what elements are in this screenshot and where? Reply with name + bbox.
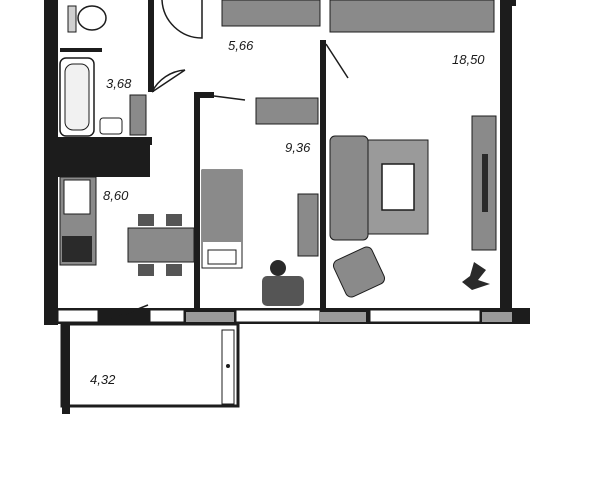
area-label-hallway: 5,66 xyxy=(228,38,254,53)
bedroom-furniture xyxy=(201,169,319,306)
stove-icon xyxy=(62,236,92,262)
bed-pillow xyxy=(207,249,237,265)
bedroom-shelf xyxy=(255,97,319,125)
bathtub-inner-icon xyxy=(64,63,90,131)
sofa xyxy=(329,135,369,241)
plant-icon xyxy=(462,262,490,290)
wall-bathroom-bottom xyxy=(58,137,152,145)
wall-wc-divider xyxy=(60,48,102,52)
person-icon xyxy=(270,260,286,276)
kitchen-fixtures xyxy=(59,176,195,276)
living-armchair xyxy=(332,246,386,298)
wall-bathroom-right xyxy=(148,0,154,92)
chair-2 xyxy=(166,214,182,226)
chair-4 xyxy=(166,264,182,276)
window-frame-1 xyxy=(186,312,234,322)
hallway-wardrobe xyxy=(221,0,321,27)
window-living-1 xyxy=(369,309,481,323)
window-bedroom xyxy=(235,309,321,323)
toilet-icon xyxy=(77,5,107,31)
bedroom-armchair xyxy=(262,276,304,306)
balcony-drain-icon xyxy=(226,364,230,368)
washer-icon xyxy=(129,94,147,136)
bathroom-fixtures xyxy=(59,5,147,137)
area-label-bathroom: 3,68 xyxy=(106,76,132,91)
chair-1 xyxy=(138,214,154,226)
bed-blanket xyxy=(202,170,242,242)
windows xyxy=(57,309,512,323)
wall-right xyxy=(500,0,512,310)
coffee-table xyxy=(381,163,415,211)
balcony-wall xyxy=(62,324,70,414)
kitchen-sink-icon xyxy=(63,179,91,215)
window-kitchen xyxy=(57,309,99,323)
door-balcony xyxy=(109,304,149,321)
tv-icon xyxy=(482,154,488,212)
wall-top-right xyxy=(500,0,516,6)
sink-icon xyxy=(99,117,123,135)
wall-left xyxy=(44,0,58,325)
doors xyxy=(109,0,349,321)
door-living xyxy=(325,43,349,79)
area-label-living-room: 18,50 xyxy=(452,52,485,67)
window-balcony-door xyxy=(149,309,185,323)
door-bathroom xyxy=(151,69,186,93)
wall-bedroom-left xyxy=(194,92,200,308)
door-bedroom xyxy=(213,95,246,101)
chair-3 xyxy=(138,264,154,276)
toilet-tank-icon xyxy=(67,5,77,33)
bedroom-desk xyxy=(297,193,319,257)
living-wardrobe xyxy=(329,0,495,33)
wall-kitchen-counter xyxy=(58,145,150,177)
living-furniture xyxy=(329,115,497,298)
area-label-bedroom: 9,36 xyxy=(285,140,311,155)
area-label-balcony: 4,32 xyxy=(90,372,116,387)
balcony xyxy=(60,322,240,414)
balcony-outline xyxy=(60,322,240,408)
door-entrance xyxy=(161,0,203,39)
balcony-rail xyxy=(221,329,235,405)
dining-table xyxy=(127,227,195,263)
window-frame-2 xyxy=(320,312,366,322)
wall-bedroom-right xyxy=(320,40,326,308)
wall-bedroom-top xyxy=(194,92,214,98)
window-frame-3 xyxy=(482,312,512,322)
area-label-kitchen: 8,60 xyxy=(103,188,129,203)
